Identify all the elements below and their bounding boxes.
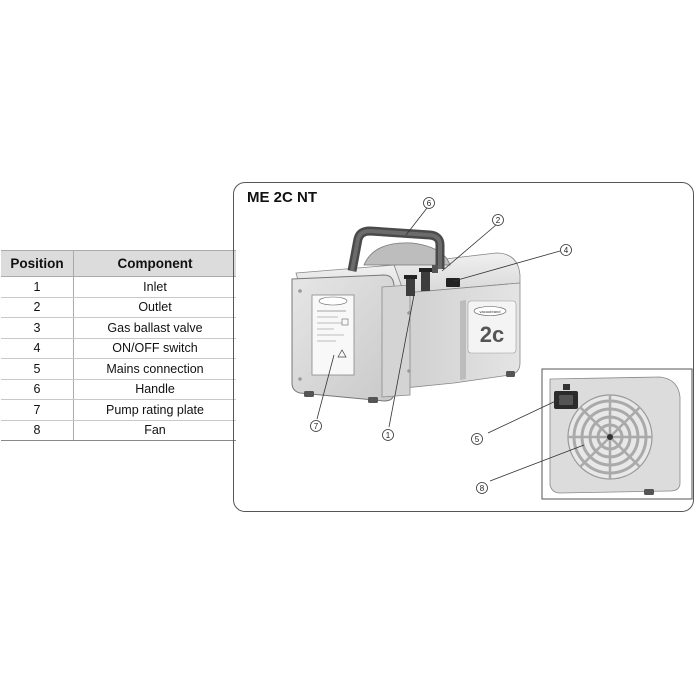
table-row: 3 Gas ballast valve xyxy=(1,317,236,339)
position-cell: 3 xyxy=(1,317,74,339)
position-cell: 6 xyxy=(1,379,74,400)
svg-text:8: 8 xyxy=(480,484,485,493)
position-cell: 4 xyxy=(1,338,74,359)
table-row: 5 Mains connection xyxy=(1,358,236,380)
callout-6: 6 xyxy=(423,197,435,209)
table-row: 7 Pump rating plate xyxy=(1,399,236,421)
table-row: 8 Fan xyxy=(1,420,236,441)
component-cell: Gas ballast valve xyxy=(73,317,236,339)
fan-inset xyxy=(541,368,693,500)
component-cell: Pump rating plate xyxy=(73,399,236,421)
component-cell: Outlet xyxy=(73,297,236,318)
fan xyxy=(567,394,653,480)
component-table: Position Component 1 Inlet 2 Outlet 3 Ga… xyxy=(1,250,236,441)
component-cell: Inlet xyxy=(73,276,236,298)
pump-illustration: vacuubrand 2c xyxy=(291,197,693,500)
callout-1: 1 xyxy=(382,429,394,441)
callout-2: 2 xyxy=(492,214,504,226)
on-off-switch xyxy=(446,278,460,287)
callout-8: 8 xyxy=(476,482,488,494)
svg-text:1: 1 xyxy=(386,431,391,440)
table-row: 4 ON/OFF switch xyxy=(1,338,236,359)
component-cell: Mains connection xyxy=(73,358,236,380)
position-cell: 1 xyxy=(1,276,74,298)
table-row: 2 Outlet xyxy=(1,297,236,318)
svg-text:2: 2 xyxy=(496,216,501,225)
svg-text:7: 7 xyxy=(314,422,319,431)
position-cell: 7 xyxy=(1,399,74,421)
inlet-outlet-fittings xyxy=(404,265,438,296)
callout-5: 5 xyxy=(471,433,483,445)
table-row: 6 Handle xyxy=(1,379,236,400)
component-cell: ON/OFF switch xyxy=(73,338,236,359)
table-row: 1 Inlet xyxy=(1,276,236,298)
figure-title: ME 2C NT xyxy=(247,189,318,206)
table-header-row: Position Component xyxy=(1,250,236,277)
component-cell: Handle xyxy=(73,379,236,400)
svg-text:6: 6 xyxy=(427,199,432,208)
pump-rating-plate xyxy=(311,294,355,376)
svg-text:5: 5 xyxy=(475,435,480,444)
callout-4: 4 xyxy=(560,244,572,256)
component-cell: Fan xyxy=(73,420,236,441)
brand-label: vacuubrand xyxy=(480,309,501,314)
column-header-position: Position xyxy=(1,250,74,277)
position-cell: 2 xyxy=(1,297,74,318)
handle xyxy=(347,226,445,272)
svg-text:4: 4 xyxy=(564,246,569,255)
mains-connection xyxy=(554,384,578,409)
pump-figure-frame: vacuubrand 2c xyxy=(233,182,694,512)
callout-7: 7 xyxy=(310,420,322,432)
column-header-component: Component xyxy=(73,250,236,277)
position-cell: 5 xyxy=(1,358,74,380)
model-badge: 2c xyxy=(480,322,504,347)
callout-leaders xyxy=(316,207,585,482)
side-label: vacuubrand 2c xyxy=(467,300,517,354)
position-cell: 8 xyxy=(1,420,74,441)
